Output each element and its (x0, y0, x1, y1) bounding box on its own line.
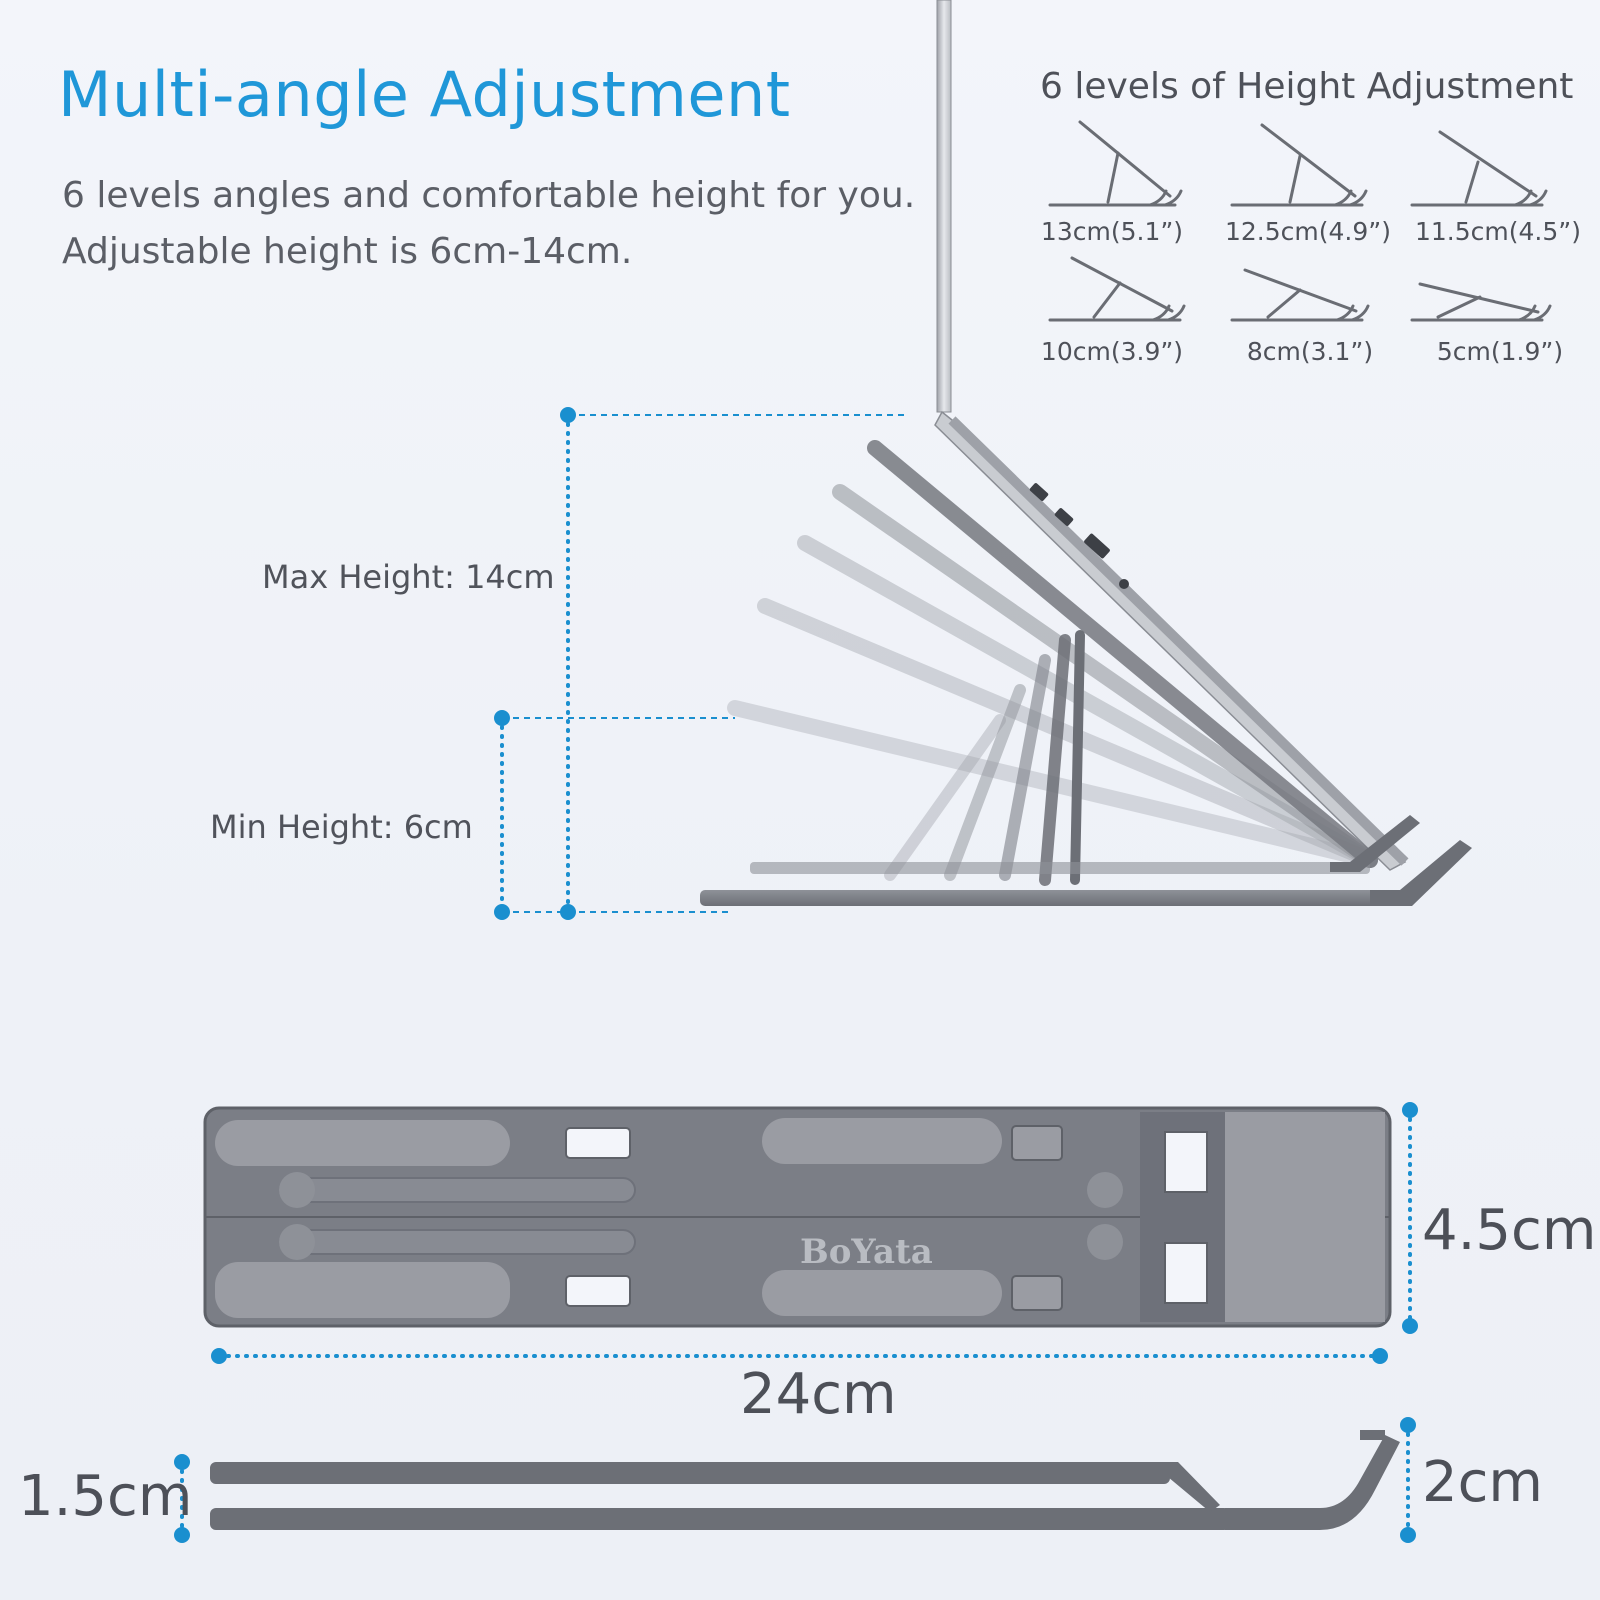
level-icon-1 (1048, 120, 1183, 207)
thickness-dimension-right (1400, 1417, 1416, 1543)
height-dimension-lines (500, 413, 905, 914)
level-label: 11.5cm(4.5”) (1415, 217, 1581, 246)
description-line-1: 6 levels angles and comfortable height f… (62, 175, 916, 216)
brand-logo: BoYata (800, 1232, 933, 1272)
depth-dimension (1402, 1102, 1418, 1334)
stand-base (700, 815, 1472, 906)
stand-angle-ghosts (727, 440, 1378, 886)
level-label: 12.5cm(4.9”) (1225, 217, 1391, 246)
level-icon-3 (1410, 130, 1548, 207)
level-label: 8cm(3.1”) (1246, 337, 1374, 366)
left-thickness-label: 1.5cm (18, 1464, 193, 1529)
level-label: 13cm(5.1”) (1040, 217, 1184, 246)
min-height-label: Min Height: 6cm (210, 808, 473, 846)
max-height-label: Max Height: 14cm (262, 558, 555, 596)
level-icon-6 (1410, 282, 1552, 322)
height-dimension-dots (494, 407, 576, 920)
folded-side-profile (210, 1430, 1400, 1530)
level-icon-4 (1048, 256, 1186, 322)
laptop (934, 0, 1409, 871)
thickness-dimension-left (174, 1454, 190, 1543)
description: 6 levels angles and comfortable height f… (62, 168, 915, 280)
usb-c-port (1054, 508, 1074, 526)
description-line-2: Adjustable height is 6cm-14cm. (62, 231, 633, 272)
level-label: 10cm(3.9”) (1040, 337, 1184, 366)
level-icon-2 (1230, 123, 1368, 207)
usb-port (1084, 533, 1110, 559)
level-icon-5 (1230, 268, 1370, 322)
folded-stand (203, 1106, 1392, 1328)
usb-c-port (1029, 483, 1049, 501)
width-dimension (211, 1348, 1388, 1364)
levels-title: 6 levels of Height Adjustment (1040, 66, 1574, 107)
level-label: 5cm(1.9”) (1436, 337, 1564, 366)
audio-jack (1119, 579, 1129, 589)
page-title: Multi-angle Adjustment (58, 58, 791, 131)
depth-label: 4.5cm (1422, 1198, 1597, 1263)
width-label: 24cm (740, 1362, 897, 1427)
right-thickness-label: 2cm (1422, 1450, 1543, 1515)
